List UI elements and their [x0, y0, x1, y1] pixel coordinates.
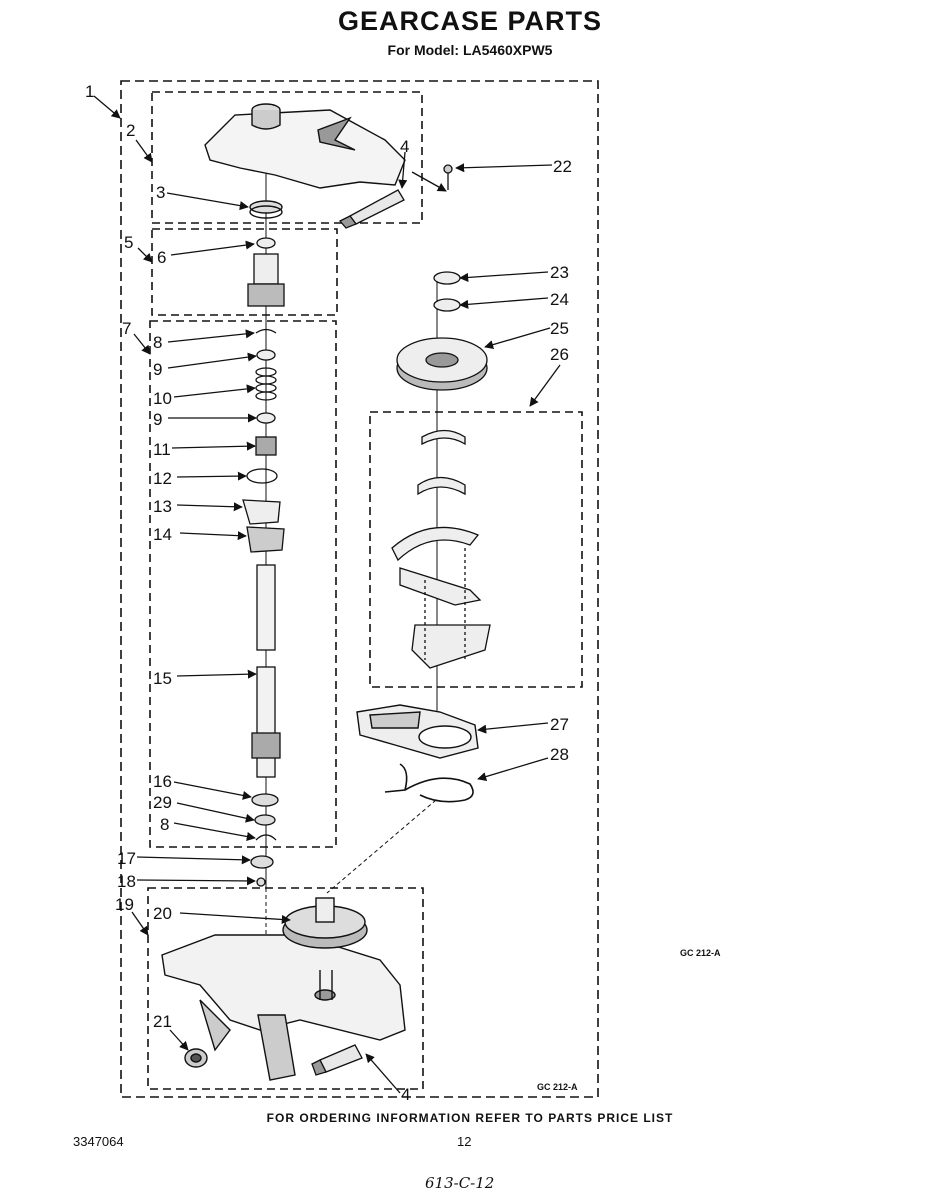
- callout-16: 16: [153, 772, 172, 791]
- assembly-frame-1: [120, 80, 599, 1098]
- part-18-ball: [256, 877, 266, 887]
- figure-code-outside: GC 212-A: [680, 948, 721, 958]
- part-12-ring: [246, 468, 278, 484]
- part-28-clip: [384, 763, 474, 803]
- group-frame-5: [151, 228, 338, 316]
- callout-5: 5: [124, 233, 133, 252]
- callout-12: 12: [153, 469, 172, 488]
- part-29-washer: [254, 814, 276, 826]
- page-title: GEARCASE PARTS: [337, 6, 603, 36]
- callout-4-lower: 4: [401, 1085, 410, 1104]
- callout-19: 19: [115, 895, 134, 914]
- callout-21: 21: [153, 1012, 172, 1031]
- part-17-washer: [250, 855, 274, 869]
- part-25-drive-gear: [396, 337, 488, 391]
- callout-9-lower: 9: [153, 410, 162, 429]
- group-frame-26: [369, 411, 583, 688]
- part-8-retaining-ring: [255, 328, 277, 334]
- part-24-washer: [433, 298, 461, 312]
- part-8-ring-lower: [255, 834, 277, 841]
- callout-15: 15: [153, 669, 172, 688]
- callout-25: 25: [550, 319, 569, 338]
- callout-8-upper: 8: [153, 333, 162, 352]
- callout-24: 24: [550, 290, 569, 309]
- callout-27: 27: [550, 715, 569, 734]
- part-4-grease-tube: [338, 189, 405, 229]
- part-11-clutch: [255, 436, 277, 456]
- part-3-seal: [249, 200, 283, 219]
- callout-23: 23: [550, 263, 569, 282]
- callout-8-lower: 8: [160, 815, 169, 834]
- handwritten-note: 613-C-12: [425, 1174, 495, 1192]
- group-frame-7: [149, 320, 337, 848]
- part-4-grease-tube-lower: [311, 1044, 363, 1076]
- part-23-ring: [433, 271, 461, 285]
- part-21-seal: [184, 1048, 208, 1068]
- part-13-dog: [242, 499, 281, 525]
- model-subtitle: For Model: LA5460XPW5: [387, 42, 553, 58]
- callout-4-top: 4: [400, 137, 409, 156]
- callout-10: 10: [153, 389, 172, 408]
- part-15-shaft: [251, 564, 281, 778]
- callout-7: 7: [122, 319, 131, 338]
- callout-9-upper: 9: [153, 360, 162, 379]
- part-10-spring: [255, 367, 277, 401]
- callout-22: 22: [553, 157, 572, 176]
- part-22-screw: [443, 164, 453, 190]
- callout-2: 2: [126, 121, 135, 140]
- document-number: 3347064: [73, 1134, 124, 1149]
- callout-3: 3: [156, 183, 165, 202]
- part-26-shifter-assembly: [391, 429, 491, 669]
- part-20-gear: [282, 897, 368, 949]
- part-6-pinion: [247, 237, 285, 307]
- callout-1: 1: [85, 82, 94, 101]
- group-frame-19: [147, 887, 424, 1090]
- callout-11: 11: [153, 440, 171, 459]
- page-number: 12: [457, 1134, 472, 1149]
- part-27-lever-plate: [356, 704, 479, 759]
- callout-18: 18: [117, 872, 136, 891]
- part-16-washer: [251, 793, 279, 807]
- callout-29: 29: [153, 793, 172, 812]
- ordering-note: FOR ORDERING INFORMATION REFER TO PARTS …: [266, 1111, 674, 1125]
- part-19-gearcase-housing: [161, 934, 406, 1081]
- callout-13: 13: [153, 497, 172, 516]
- part-9-washer: [256, 349, 276, 361]
- part-9-washer-lower: [256, 412, 276, 424]
- callout-14: 14: [153, 525, 172, 544]
- gearcase-cover: [204, 103, 406, 189]
- group-frame-2: [151, 91, 423, 224]
- callout-26: 26: [550, 345, 569, 364]
- part-14-drive: [246, 526, 285, 553]
- callout-17: 17: [117, 849, 136, 868]
- callout-20: 20: [153, 904, 172, 923]
- callout-6: 6: [157, 248, 166, 267]
- callout-28: 28: [550, 745, 569, 764]
- figure-code-inside: GC 212-A: [537, 1082, 578, 1092]
